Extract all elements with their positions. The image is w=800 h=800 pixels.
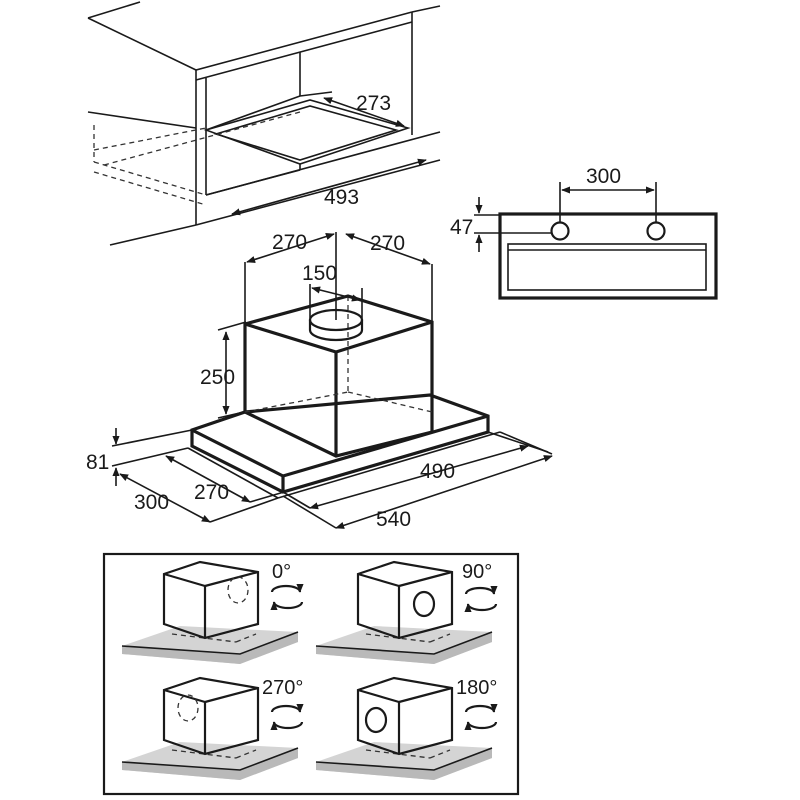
- rotation-options-frame: [102, 552, 520, 796]
- dim-motor-height: 250: [200, 366, 235, 389]
- dim-hood-width-outer: 540: [376, 508, 411, 531]
- rotate-icon: [270, 583, 304, 611]
- dim-duct-spacing: 300: [586, 165, 621, 188]
- dim-hood-width-inner: 490: [420, 460, 455, 483]
- front-view-panel: [474, 182, 718, 300]
- dim-duct-offset: 47: [450, 216, 473, 239]
- hood-drawing: [111, 232, 553, 529]
- rotation-label-180: 180°: [456, 677, 497, 699]
- cabinet-drawing: [87, 1, 441, 246]
- rotation-option-180: [315, 676, 493, 780]
- rotation-label-270: 270°: [262, 677, 303, 699]
- dim-hood-depth-inner: 270: [194, 481, 229, 504]
- dim-cabinet-width: 493: [324, 186, 359, 209]
- dim-motor-half-right: 270: [370, 232, 405, 255]
- rotation-label-0: 0°: [272, 561, 291, 583]
- dim-hood-height: 81: [86, 451, 109, 474]
- rotation-option-270: [121, 676, 299, 780]
- dim-cabinet-depth: 273: [356, 92, 391, 115]
- rotation-label-90: 90°: [462, 561, 492, 583]
- rotate-icon: [464, 703, 498, 731]
- rotation-option-0: [121, 560, 299, 664]
- rotate-icon: [270, 703, 304, 731]
- rotation-option-90: [315, 560, 493, 664]
- dim-duct-diameter: 150: [302, 262, 337, 285]
- dim-hood-depth-outer: 300: [134, 491, 169, 514]
- dim-motor-half-left: 270: [272, 231, 307, 254]
- rotate-icon: [464, 585, 498, 613]
